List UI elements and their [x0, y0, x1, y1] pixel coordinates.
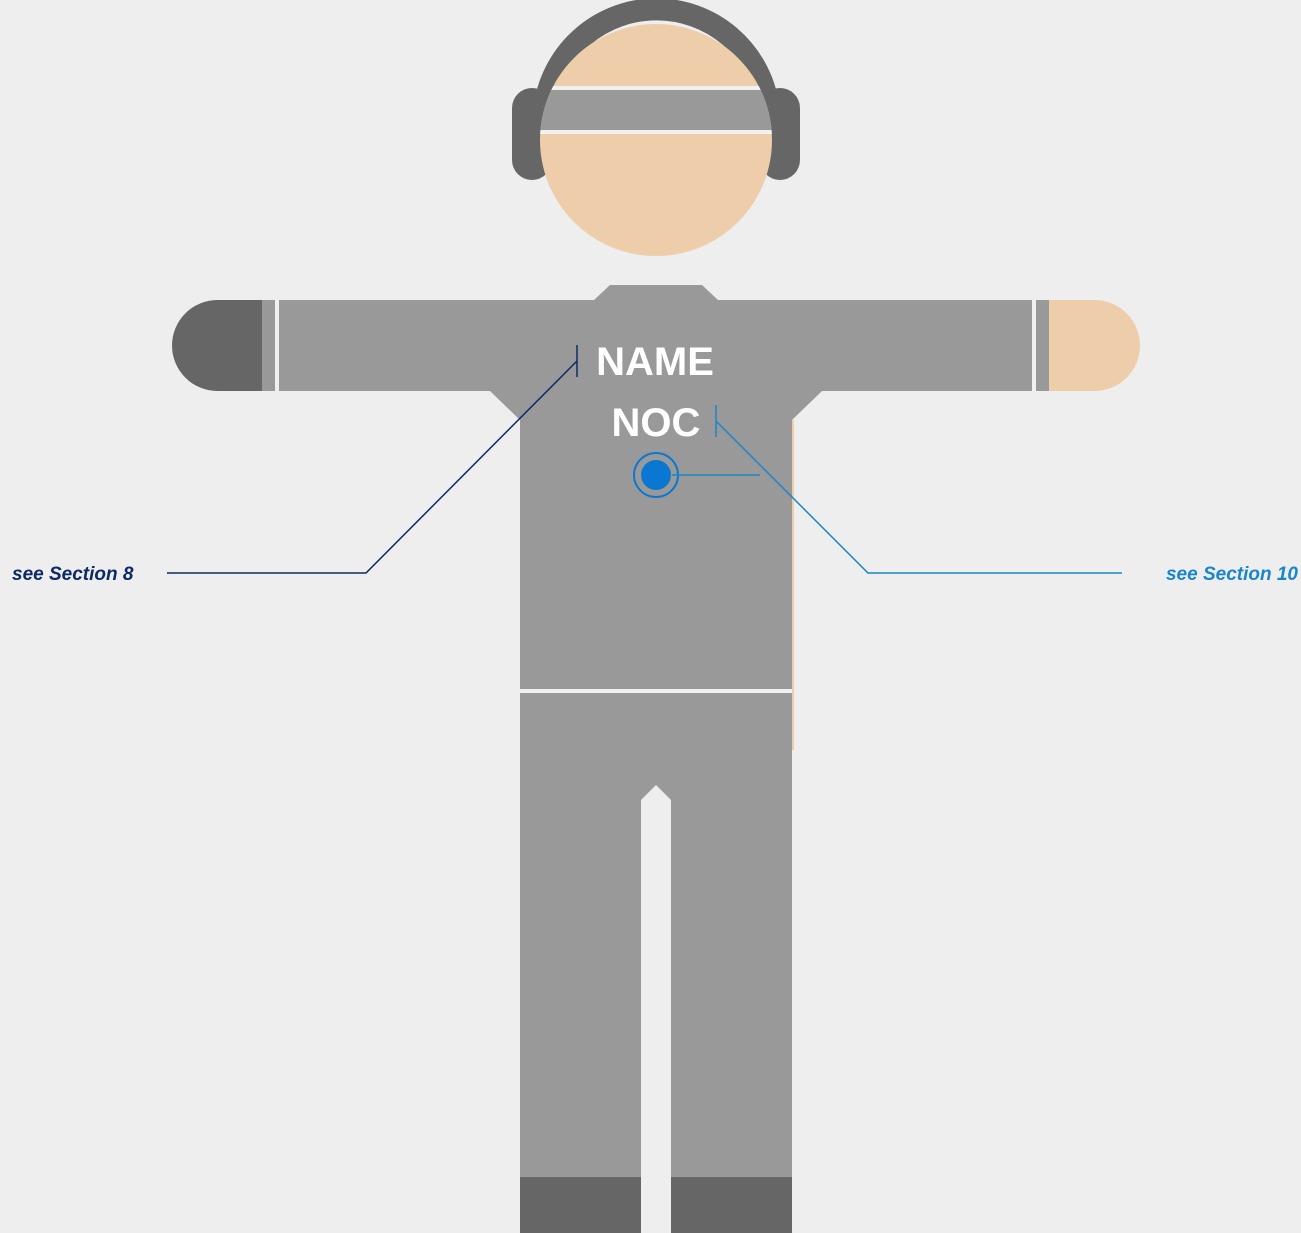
headband-trim-bottom	[530, 130, 790, 134]
callout-right-label: see Section 10	[1166, 564, 1298, 585]
shirt-name-text: NAME	[596, 340, 714, 384]
right-cuff-trim	[1032, 300, 1036, 391]
trousers	[520, 693, 792, 1177]
callout-right-section: Section 10	[1203, 564, 1298, 585]
left-cuff-trim	[275, 300, 279, 391]
shirt-noc-text: NOC	[612, 401, 701, 445]
callout-left-section: Section 8	[49, 564, 134, 585]
headband-trim-top	[530, 86, 790, 90]
callout-left-label: see Section 8	[12, 564, 134, 585]
callout-left-prefix: see	[12, 564, 44, 585]
left-shoe	[520, 1177, 641, 1233]
legs	[520, 693, 792, 1233]
waist-trim	[520, 689, 792, 693]
callout-right-prefix: see	[1166, 564, 1198, 585]
face	[540, 24, 772, 256]
badge-inner-dot	[641, 460, 671, 490]
right-shoe	[671, 1177, 792, 1233]
headband	[530, 90, 790, 130]
